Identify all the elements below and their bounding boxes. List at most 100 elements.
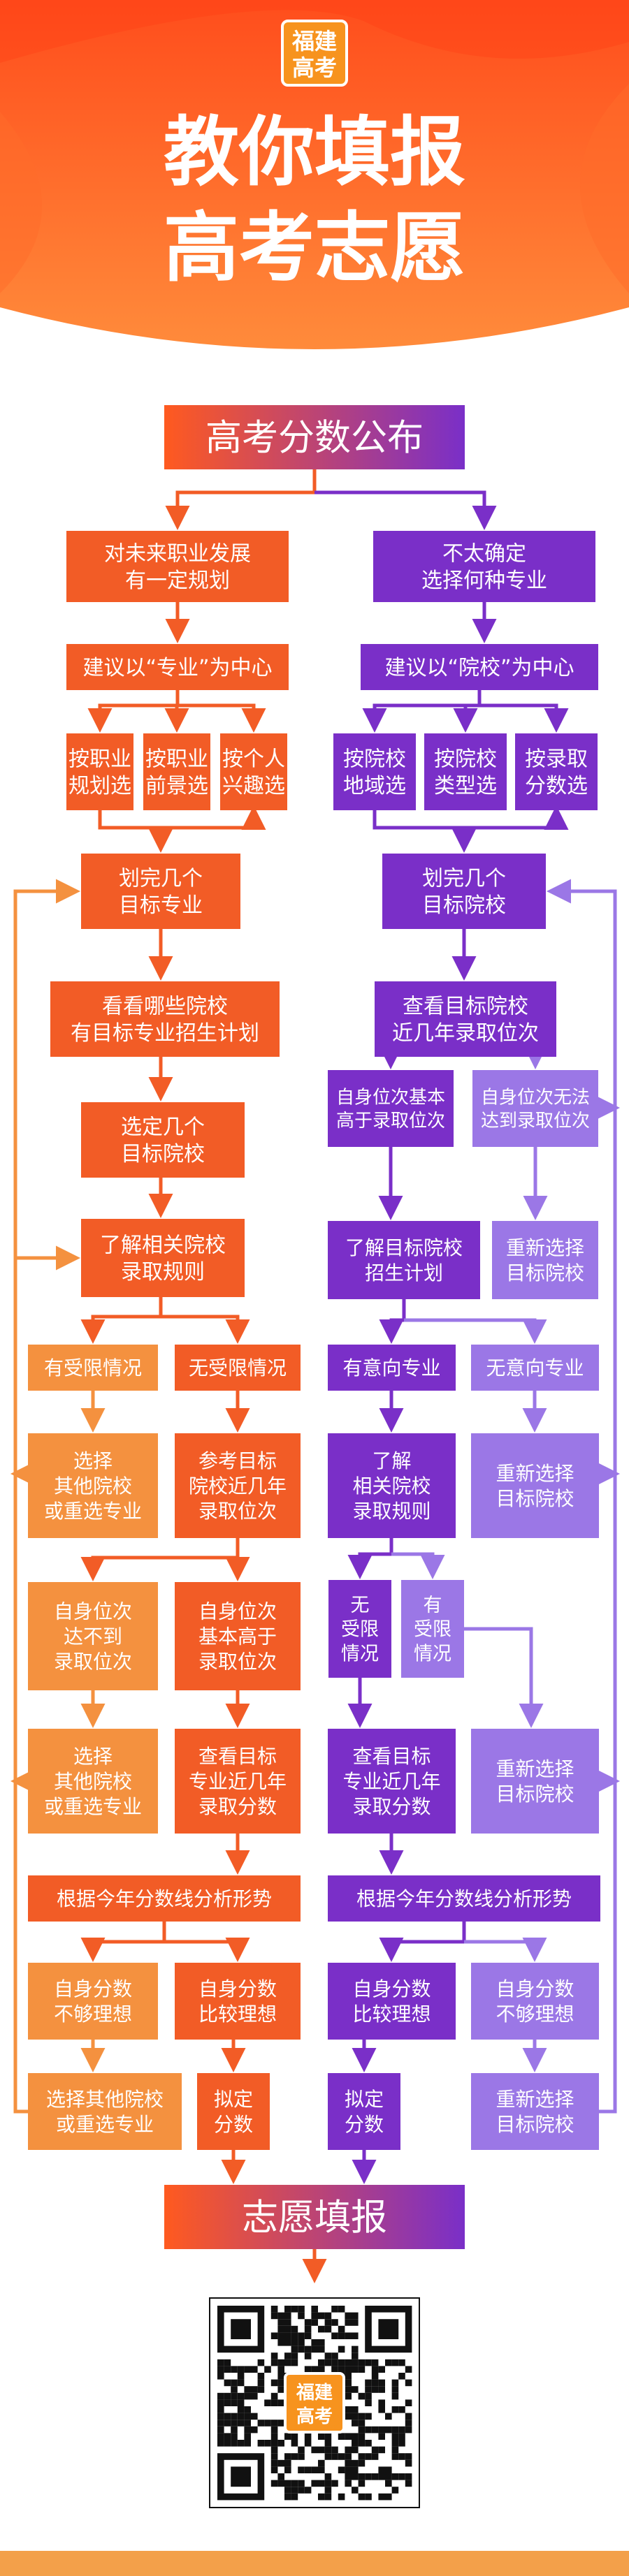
qr-module (405, 2473, 412, 2480)
qr-module (365, 2440, 372, 2447)
flowchart-connectors (10, 469, 620, 2283)
qr-module (338, 2453, 345, 2460)
qr-module (345, 2413, 352, 2420)
qr-module (331, 2480, 338, 2487)
qr-module (298, 2487, 305, 2494)
qr-module (398, 2453, 405, 2460)
node-box (471, 1433, 599, 1538)
node-box (164, 2185, 465, 2249)
qr-module (371, 2473, 379, 2480)
qr-module (311, 2446, 318, 2454)
connector-arrow (373, 805, 569, 830)
node-box (197, 2073, 270, 2150)
connector-arrow (391, 1552, 445, 1579)
qr-module (291, 2453, 298, 2460)
qr-module (352, 2413, 359, 2420)
qr-module (405, 2426, 412, 2434)
qr-module (284, 2480, 291, 2487)
node-label: 受限 (341, 1619, 379, 1641)
qr-module (405, 2480, 412, 2487)
qr-module (277, 2373, 284, 2380)
qr-module (371, 2386, 379, 2393)
node-box (28, 1433, 158, 1538)
node-label: 或重选专业 (44, 1500, 142, 1523)
qr-module (291, 2332, 298, 2339)
node-label: 专业近几年 (189, 1770, 287, 1793)
qr-module (237, 2406, 245, 2413)
qr-module (257, 2420, 265, 2427)
qr-module (398, 2433, 405, 2440)
connector-arrow (13, 879, 80, 2114)
qr-module (345, 2386, 352, 2393)
node-box (471, 2073, 599, 2150)
qr-module (391, 2433, 399, 2440)
qr-module (352, 2312, 359, 2320)
node-label: 有意向专业 (342, 1356, 440, 1380)
node-box (328, 1345, 456, 1391)
qr-module (270, 2480, 278, 2487)
qr-badge-line-1: 福建 (296, 2383, 333, 2403)
qr-module (291, 2433, 298, 2440)
qr-module (231, 2440, 238, 2447)
node-label: 有受限情况 (44, 1356, 142, 1380)
qr-module (331, 2352, 338, 2359)
qr-module (324, 2487, 332, 2494)
qr-module (378, 2426, 385, 2434)
node-label: 划完几个 (422, 867, 506, 891)
connector-arrow (164, 1938, 250, 1962)
qr-module (284, 2466, 291, 2473)
node-label: 无受限情况 (189, 1356, 287, 1380)
node-label: 基本高于 (198, 1625, 277, 1648)
qr-module (277, 2312, 284, 2320)
qr-module (345, 2459, 352, 2467)
qr-module (284, 2459, 291, 2467)
node-box (515, 733, 598, 810)
qr-module (284, 2312, 291, 2320)
qr-module (398, 2373, 405, 2380)
qr-module (331, 2366, 338, 2373)
qr-module (277, 2399, 284, 2406)
connector-arrow (98, 805, 266, 830)
qr-module (217, 2373, 224, 2380)
node-label: 达不到 (64, 1625, 122, 1648)
qr-module (345, 2392, 352, 2400)
qr-module (331, 2446, 338, 2454)
node-box (28, 1582, 158, 1690)
node-box (401, 1580, 464, 1678)
node-label: 地域选 (343, 774, 406, 798)
qr-module (405, 2453, 412, 2460)
node-label: 录取位次 (54, 1650, 132, 1673)
connector-arrow (178, 703, 266, 733)
node-box (424, 733, 507, 810)
node-l-limited: 有受限情况 (28, 1345, 158, 1391)
node-box (375, 981, 556, 1057)
node-label: 受限 (414, 1619, 451, 1641)
node-label: 达到录取位次 (481, 1111, 590, 1132)
connector-arrow (547, 879, 617, 2114)
qr-module (324, 2359, 332, 2366)
connector-arrow (404, 1318, 547, 1344)
node-box (361, 644, 598, 690)
qr-module (324, 2473, 332, 2480)
node-r-nointent: 无意向专业 (471, 1345, 599, 1391)
qr-module (284, 2319, 291, 2326)
qr-module (311, 2346, 318, 2353)
qr-module (352, 2433, 359, 2440)
qr-module (270, 2466, 278, 2473)
qr-module (318, 2339, 325, 2346)
qr-module (284, 2325, 291, 2333)
qr-module (270, 2433, 278, 2440)
qr-module (257, 2359, 265, 2366)
qr-module (284, 2433, 291, 2440)
qr-module (304, 2352, 312, 2359)
node-label: 目标院校 (422, 893, 506, 918)
qr-module (405, 2366, 412, 2373)
node-label: 拟定 (345, 2088, 384, 2111)
